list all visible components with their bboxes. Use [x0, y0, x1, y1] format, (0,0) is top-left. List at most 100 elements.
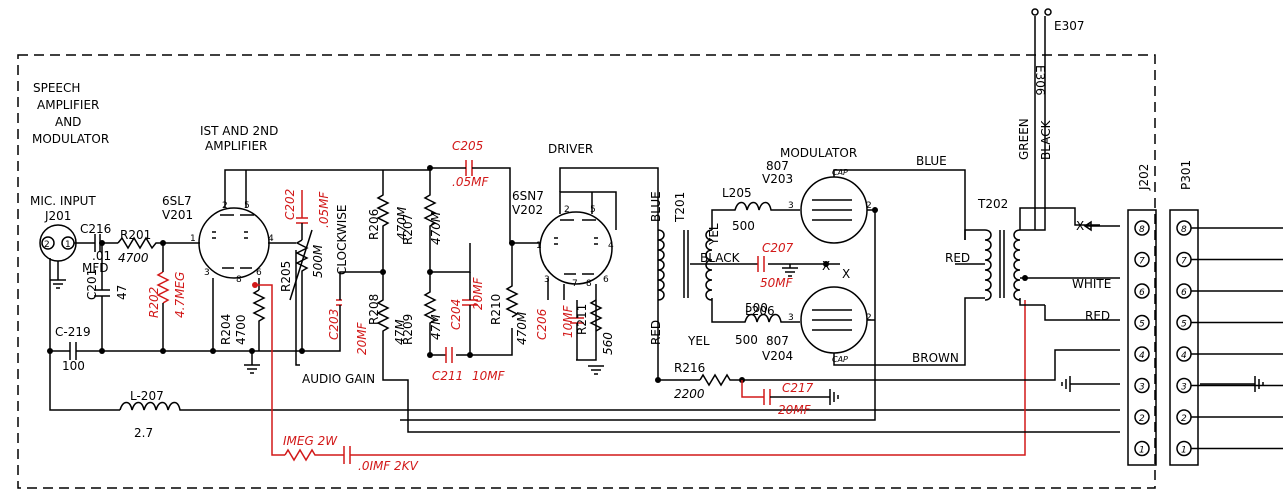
- r202-added-resistor: R202 4.7MEG: [147, 272, 187, 318]
- p301-label: P301: [1179, 160, 1193, 190]
- c219-value: 100: [62, 359, 85, 373]
- v203-label: V203: [762, 172, 793, 186]
- j202-pin-3: [1134, 377, 1150, 394]
- v201-type: 6SL7: [162, 194, 192, 208]
- j202-pin-label-2: 2: [1139, 414, 1145, 424]
- r209-value: 47M: [429, 314, 443, 340]
- tube-v201: 6SL7 V201 2 5 1 4 3 6 8: [162, 194, 274, 285]
- p301-pin-label-8: 8: [1181, 225, 1187, 235]
- r216-value: 2200: [674, 387, 705, 401]
- r209-label: R209: [401, 314, 415, 345]
- mic-input-jack: MIC. INPUT J201 2 1: [30, 194, 96, 289]
- c211-value: 10MF: [472, 369, 506, 383]
- j202-pin-label-7: 7: [1139, 257, 1145, 267]
- v204-label: V204: [762, 349, 793, 363]
- svg-text:6: 6: [603, 275, 609, 285]
- svg-text:2: 2: [866, 201, 872, 211]
- e306-label: E306: [1033, 65, 1047, 96]
- svg-text:2: 2: [564, 205, 570, 215]
- r207-label: R207: [401, 214, 415, 245]
- stage-label-amplifier-2: AMPLIFIER: [205, 139, 267, 153]
- svg-text:8: 8: [236, 275, 242, 285]
- audio-gain-label: AUDIO GAIN: [302, 372, 375, 386]
- c219-label: C-219: [55, 325, 91, 339]
- r208-label: R208: [367, 294, 381, 325]
- svg-text:5: 5: [244, 201, 250, 211]
- c201-value: 47: [115, 285, 129, 300]
- v203-cap: CAP: [832, 168, 848, 177]
- j201-label: J201: [44, 209, 71, 223]
- svg-text:3: 3: [204, 268, 210, 278]
- l205-value: 500: [732, 219, 755, 233]
- c205-label: C205: [452, 139, 483, 153]
- connector-j202: J202: [1127, 164, 1157, 466]
- r205-value: 500M: [311, 244, 325, 278]
- j202-pin-1: [1134, 440, 1150, 457]
- e307-label: E307: [1054, 19, 1085, 33]
- j202-pin-6: [1134, 283, 1150, 299]
- svg-text:6: 6: [256, 268, 262, 278]
- c204-value: 20MF: [471, 276, 485, 310]
- t201-black: BLACK: [700, 251, 741, 265]
- j201-pin-2: 2: [44, 240, 50, 250]
- t201-red: RED: [649, 320, 663, 345]
- r202-label: R202: [147, 287, 161, 318]
- green-label: GREEN: [1017, 118, 1031, 160]
- c207-value: 50MF: [760, 276, 794, 290]
- svg-text:8: 8: [586, 279, 592, 289]
- brown-label: BROWN: [912, 351, 959, 365]
- c202-label: C202: [283, 189, 297, 220]
- t202-white: WHITE: [1072, 277, 1111, 291]
- svg-text:1: 1: [536, 241, 542, 251]
- r204-value: 4700: [234, 314, 248, 345]
- r206-value: 470M: [395, 206, 409, 240]
- r206-label: R206: [367, 209, 381, 240]
- v203-type: 807: [766, 159, 789, 173]
- j202-label: J202: [1137, 164, 1151, 191]
- p301-pin-label-3: 3: [1181, 383, 1187, 393]
- r207-value: 470M: [429, 211, 443, 245]
- c206-value: 10MF: [561, 304, 575, 338]
- v204-cap: CAP: [832, 355, 848, 364]
- r201-value: 4700: [118, 251, 149, 265]
- t201-blue: BLUE: [649, 191, 663, 222]
- transformer-t202: T202 RED: [945, 197, 1021, 301]
- p301-pin-label-6: 6: [1181, 288, 1187, 298]
- j202-pin-label-3: 3: [1139, 383, 1145, 393]
- l207-label: L-207: [130, 389, 164, 403]
- c204-label: C204: [449, 299, 463, 330]
- l207-value: 2.7: [134, 426, 153, 440]
- tube-v202: 6SN7 V202 2 5 1 4 3 6 7 8: [512, 189, 617, 289]
- t202-label: T202: [977, 197, 1008, 211]
- r205-label: R205: [279, 261, 293, 292]
- r204-label: R204: [219, 314, 233, 345]
- svg-text:4: 4: [268, 234, 274, 244]
- mod-x-2: X: [842, 267, 850, 281]
- r210-label: R210: [489, 294, 503, 325]
- tube-v204: 807 V204 CAP 3 2: [762, 286, 872, 364]
- svg-text:4: 4: [608, 241, 614, 251]
- l206-value: 500: [735, 333, 758, 347]
- blue-label: BLUE: [916, 154, 947, 168]
- j201-pin-1: 1: [65, 240, 71, 250]
- v201-label: V201: [162, 208, 193, 222]
- v202-label: V202: [512, 203, 543, 217]
- clockwise-label: CLOCKWISE: [335, 204, 349, 275]
- x-terminal-label: X: [1076, 219, 1084, 233]
- r211-value: 560: [601, 332, 615, 355]
- svg-text:3: 3: [544, 275, 550, 285]
- svg-text:7: 7: [572, 279, 578, 289]
- stage-label-modulator: MODULATOR: [780, 146, 857, 160]
- c217-label: C217: [782, 381, 814, 395]
- j202-pin-label-1: 1: [1139, 446, 1145, 456]
- c203-label: C203: [327, 309, 341, 340]
- c206-label: C206: [535, 308, 549, 340]
- svg-text:3: 3: [788, 201, 794, 211]
- j202-pin-2: [1134, 409, 1150, 425]
- l206-label: 500: [745, 301, 768, 315]
- c217-value: 20MF: [778, 403, 812, 417]
- transformer-t201: BLUE T201 RED: [649, 191, 713, 345]
- t202-red: RED: [945, 251, 970, 265]
- t201-label: T201: [673, 192, 687, 223]
- t201-yel-top: YEL: [707, 223, 721, 246]
